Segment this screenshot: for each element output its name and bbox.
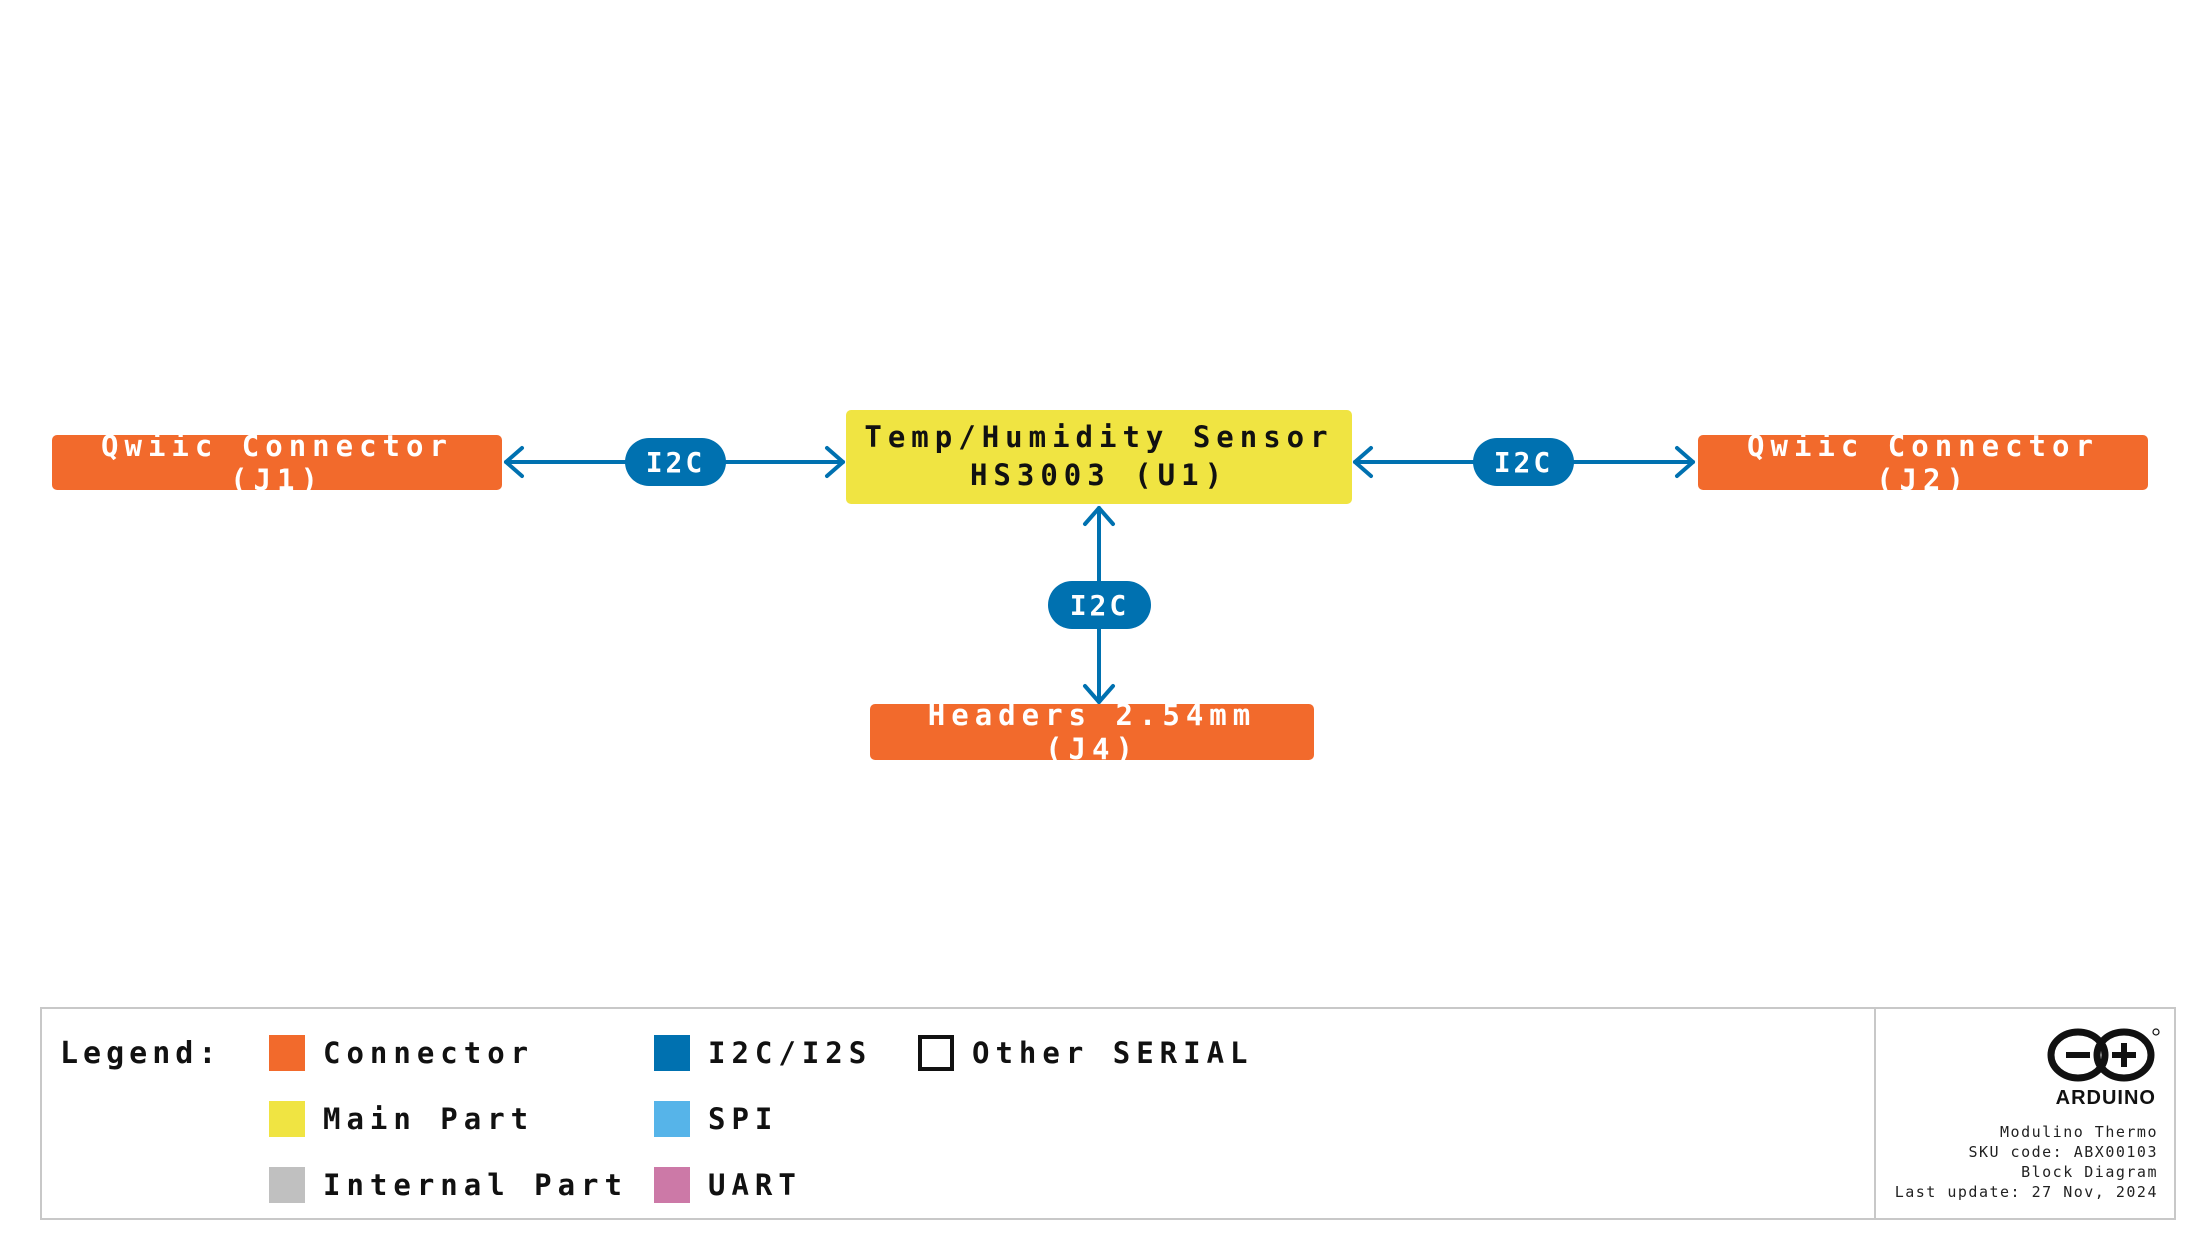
- sensor-name-label: Temp/Humidity Sensor: [864, 420, 1334, 455]
- arrowhead-u1-bottom: [1083, 506, 1115, 526]
- arrowhead-u1-right: [1353, 446, 1373, 478]
- legend-item-i2c-i2s: I2C/I2S: [654, 1035, 872, 1071]
- document-type: Block Diagram: [2021, 1163, 2158, 1181]
- qwiic-connector-j1: Qwiic Connector (J1): [52, 429, 502, 497]
- legend-swatch-other-serial: [918, 1035, 954, 1071]
- arduino-logo-icon: [2047, 1028, 2160, 1082]
- legend-label-connector: Connector: [323, 1036, 535, 1070]
- legend-label-internal-part: Internal Part: [323, 1168, 628, 1202]
- legend-item-connector: Connector: [269, 1035, 534, 1071]
- arrowhead-j2: [1675, 446, 1695, 478]
- brand-panel: ARDUINO Modulino Thermo SKU code: ABX001…: [1876, 1007, 2176, 1220]
- legend-divider: [1874, 1007, 1876, 1220]
- brand-name: ARDUINO: [2055, 1087, 2156, 1109]
- sku-code: SKU code: ABX00103: [1968, 1143, 2158, 1161]
- headers-j4: Headers 2.54mm (J4): [870, 698, 1314, 766]
- i2c-link-left-label: I2C: [645, 445, 706, 479]
- legend-panel: [40, 1007, 2176, 1220]
- last-update: Last update: 27 Nov, 2024: [1894, 1183, 2158, 1201]
- legend-swatch-i2c-i2s: [654, 1035, 690, 1071]
- sensor-part-label: HS3003 (U1): [969, 458, 1229, 492]
- legend-swatch-main-part: [269, 1101, 305, 1137]
- i2c-link-right-label: I2C: [1493, 445, 1554, 479]
- legend-item-uart: UART: [654, 1167, 802, 1203]
- i2c-link-left: I2C: [625, 438, 726, 486]
- legend-label-uart: UART: [708, 1168, 802, 1202]
- legend-label-other-serial: Other SERIAL: [972, 1036, 1254, 1070]
- legend-item-spi: SPI: [654, 1101, 778, 1137]
- i2c-link-bottom-label: I2C: [1069, 588, 1130, 622]
- legend-swatch-spi: [654, 1101, 690, 1137]
- legend-label-spi: SPI: [708, 1102, 779, 1136]
- qwiic-connector-j1-label: Qwiic Connector (J1): [101, 428, 453, 497]
- legend-swatch-connector: [269, 1035, 305, 1071]
- legend-label-main-part: Main Part: [323, 1102, 535, 1136]
- legend-title: Legend:: [60, 1036, 222, 1071]
- qwiic-connector-j2: Qwiic Connector (J2): [1698, 429, 2148, 497]
- i2c-link-bottom: I2C: [1048, 581, 1151, 629]
- legend-item-main-part: Main Part: [269, 1101, 534, 1137]
- qwiic-connector-j2-label: Qwiic Connector (J2): [1747, 428, 2099, 497]
- legend-item-other-serial: Other SERIAL: [918, 1035, 1254, 1071]
- legend-item-internal-part: Internal Part: [269, 1167, 628, 1203]
- temp-humidity-sensor-u1: Temp/Humidity Sensor HS3003 (U1): [846, 410, 1352, 504]
- legend-swatch-uart: [654, 1167, 690, 1203]
- i2c-link-right: I2C: [1473, 438, 1574, 486]
- legend-swatch-internal-part: [269, 1167, 305, 1203]
- legend-label-i2c-i2s: I2C/I2S: [708, 1036, 873, 1070]
- arrowhead-u1-left: [825, 446, 845, 478]
- headers-j4-label: Headers 2.54mm (J4): [927, 698, 1257, 766]
- arrowhead-j4: [1083, 684, 1115, 704]
- arrowhead-j1: [504, 446, 524, 478]
- product-name: Modulino Thermo: [2000, 1123, 2158, 1141]
